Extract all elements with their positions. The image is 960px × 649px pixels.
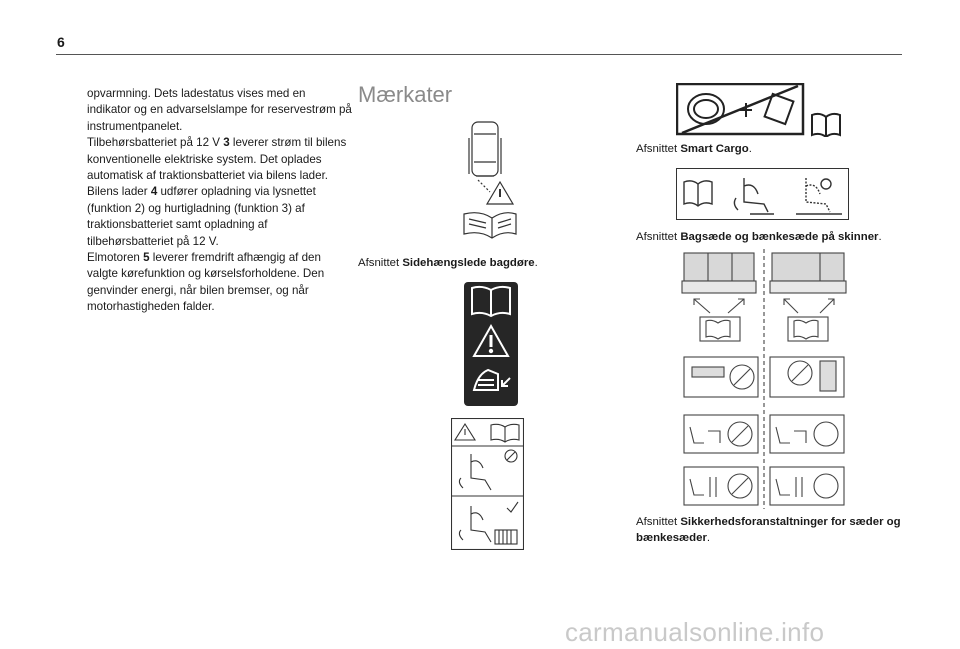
seat-safety-illustrations-icon: [681, 249, 847, 509]
caption-sliding-door: Afsnittet Sidehængslede bagdøre.: [358, 257, 538, 269]
section-heading: Mærkater: [358, 82, 453, 107]
caption-rear-seats: Afsnittet Bagsæde og bænkesæde på skinne…: [636, 231, 882, 243]
caption-safety: Afsnittet Sikkerhedsforanstaltninger for…: [636, 516, 901, 544]
header-rule: [56, 54, 902, 55]
paragraph: Tilbehørsbatteriet på 12 V 3 leverer str…: [87, 136, 347, 183]
seat-warning-label-icon: [451, 418, 524, 550]
paragraph: opvarmning. Dets ladestatus vises med en…: [87, 87, 352, 133]
smart-cargo-label-icon: [676, 83, 841, 137]
sliding-door-label-icon: [463, 121, 517, 239]
paragraph: Elmotoren 5 leverer fremdrift afhængig a…: [87, 251, 325, 314]
paragraph: Bilens lader 4 udfører opladning via lys…: [87, 185, 316, 248]
rear-seat-label-icon: [676, 168, 849, 220]
watermark: carmanualsonline.info: [565, 617, 825, 647]
body-text-column: opvarmning. Dets ladestatus vises med en…: [87, 86, 352, 316]
caption-smart-cargo: Afsnittet Smart Cargo.: [636, 143, 752, 155]
warning-label-dark-icon: [464, 282, 518, 406]
page-number: 6: [57, 34, 65, 50]
